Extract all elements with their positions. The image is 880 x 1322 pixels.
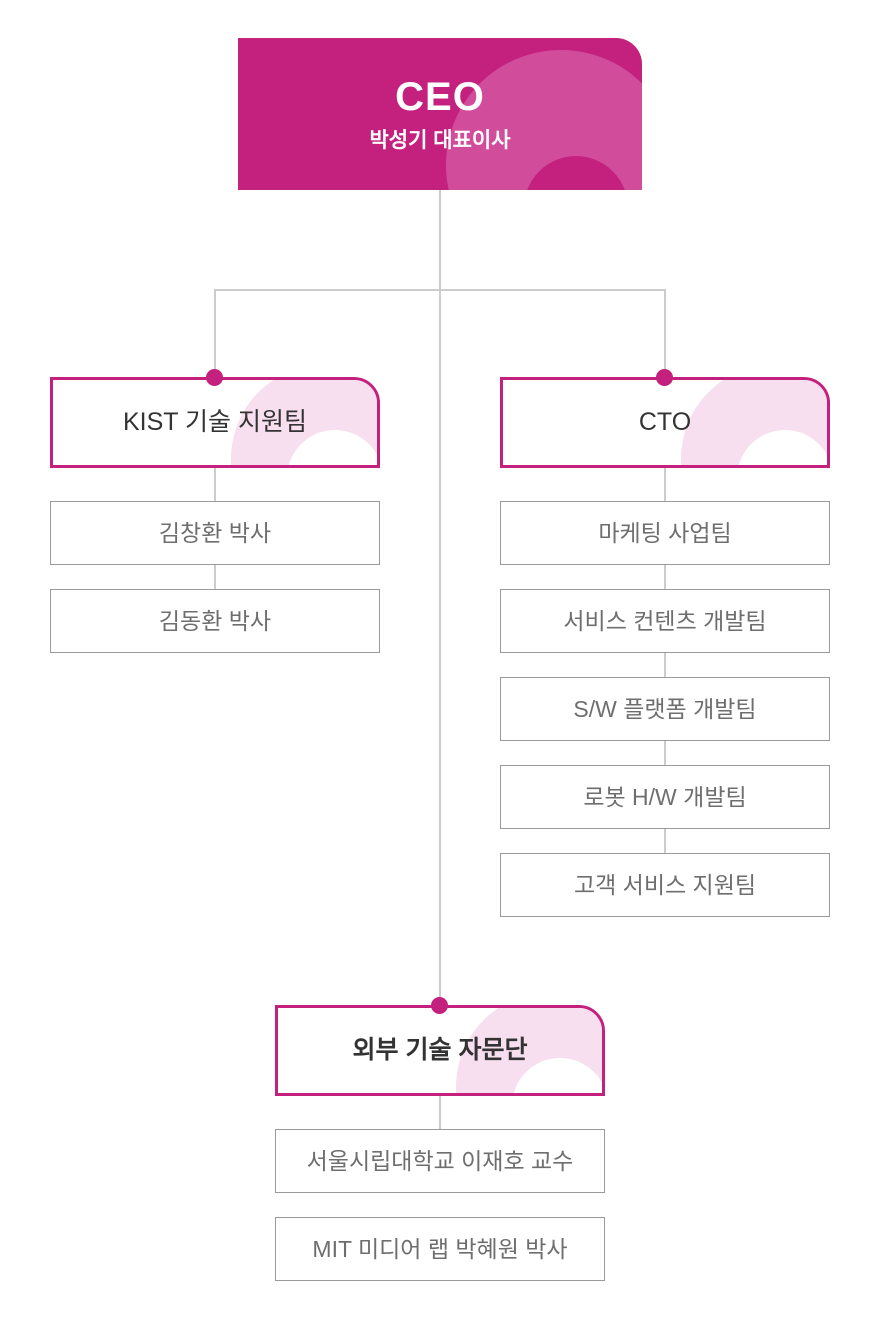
node-marketing-team-label: 마케팅 사업팀: [598, 519, 732, 546]
connector-cto-child-1-to-2: [664, 565, 666, 589]
connector-cto-child-2-to-3: [664, 653, 666, 677]
node-external-tech-advisory-label: 외부 기술 자문단: [352, 1035, 528, 1064]
node-customer-service-team[interactable]: 고객 서비스 지원팀: [500, 853, 830, 917]
connector-cto-child-4-to-5: [664, 829, 666, 853]
node-advisor-lee-jaeho[interactable]: 서울시립대학교 이재호 교수: [275, 1129, 605, 1193]
node-dot-advisory: [431, 997, 448, 1014]
node-robot-hw-dev-team-label: 로봇 H/W 개발팀: [583, 783, 747, 810]
connector-ceo-spine: [439, 190, 441, 1002]
ceo-subtitle: 박성기 대표이사: [369, 129, 511, 153]
node-ceo[interactable]: CEO 박성기 대표이사: [238, 38, 642, 190]
node-cto[interactable]: CTO: [500, 377, 830, 468]
connector-advisory-to-child-1: [439, 1096, 441, 1129]
node-kist-support-team-label: KIST 기술 지원팀: [122, 407, 307, 436]
node-advisor-park-hyewon[interactable]: MIT 미디어 랩 박혜원 박사: [275, 1217, 605, 1281]
node-kim-changhwan[interactable]: 김창환 박사: [50, 501, 380, 565]
node-dot-kist: [206, 369, 223, 386]
node-external-tech-advisory[interactable]: 외부 기술 자문단: [275, 1005, 605, 1096]
connector-to-kist: [214, 289, 216, 377]
node-robot-hw-dev-team[interactable]: 로봇 H/W 개발팀: [500, 765, 830, 829]
node-marketing-team[interactable]: 마케팅 사업팀: [500, 501, 830, 565]
connector-kist-child-1-to-2: [214, 565, 216, 589]
node-cto-label: CTO: [638, 407, 692, 436]
node-kim-donghwan[interactable]: 김동환 박사: [50, 589, 380, 653]
connector-branch-bar: [214, 289, 666, 291]
node-sw-platform-dev-team[interactable]: S/W 플랫폼 개발팀: [500, 677, 830, 741]
node-dot-cto: [656, 369, 673, 386]
connector-kist-to-child-1: [214, 468, 216, 501]
node-advisor-lee-jaeho-label: 서울시립대학교 이재호 교수: [306, 1147, 574, 1174]
connector-cto-to-child-1: [664, 468, 666, 501]
ceo-decoration-inner-circle: [524, 156, 628, 190]
node-service-contents-dev-team-label: 서비스 컨텐츠 개발팀: [563, 607, 767, 634]
node-kim-donghwan-label: 김동환 박사: [158, 607, 272, 634]
cto-decoration-inner-circle: [737, 430, 827, 465]
ceo-text-block: CEO 박성기 대표이사: [369, 74, 510, 153]
node-advisor-park-hyewon-label: MIT 미디어 랩 박혜원 박사: [312, 1235, 568, 1262]
cto-decoration-outer-circle: [681, 380, 827, 465]
connector-to-cto: [664, 289, 666, 377]
node-kim-changhwan-label: 김창환 박사: [158, 519, 272, 546]
node-customer-service-team-label: 고객 서비스 지원팀: [573, 871, 757, 898]
node-sw-platform-dev-team-label: S/W 플랫폼 개발팀: [573, 695, 757, 722]
node-service-contents-dev-team[interactable]: 서비스 컨텐츠 개발팀: [500, 589, 830, 653]
connector-cto-child-3-to-4: [664, 741, 666, 765]
node-kist-support-team[interactable]: KIST 기술 지원팀: [50, 377, 380, 468]
ceo-title: CEO: [395, 75, 485, 120]
